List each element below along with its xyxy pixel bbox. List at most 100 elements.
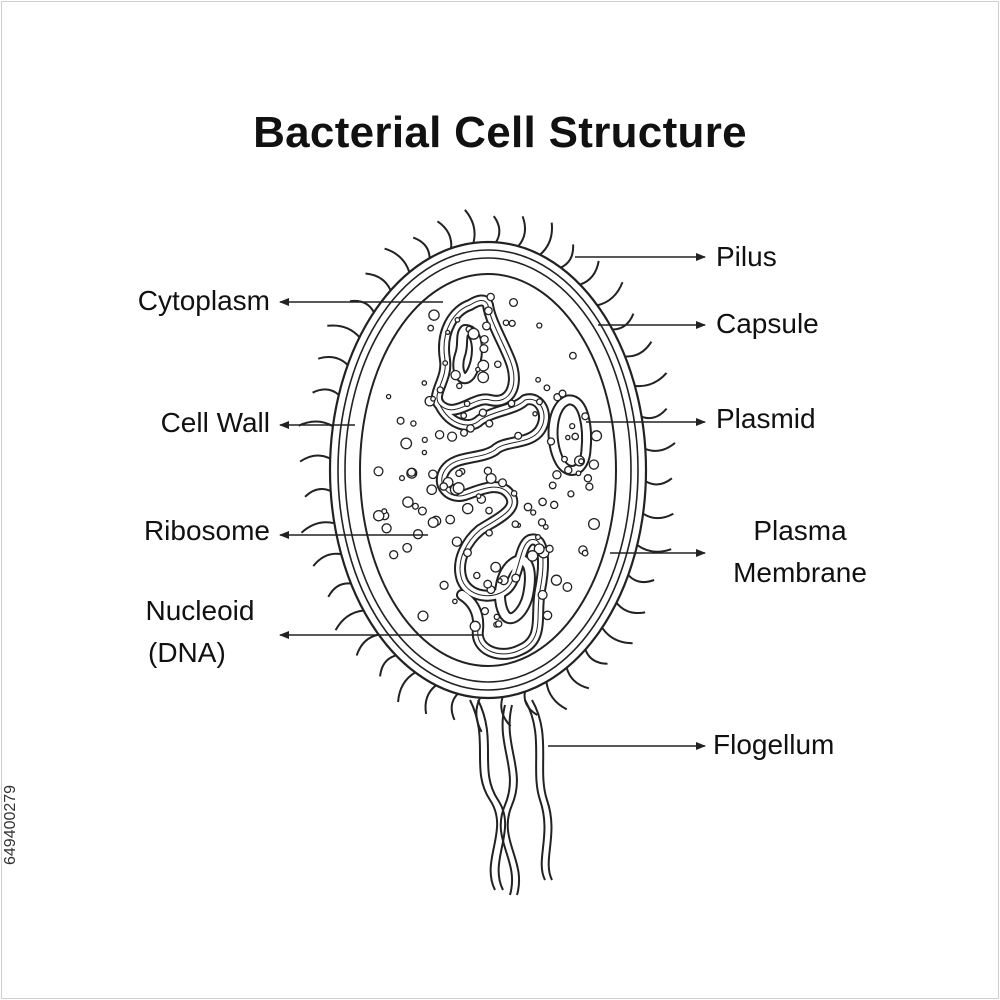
ribosome-dot	[583, 474, 593, 483]
ribosome-dot	[477, 371, 490, 384]
ribosome-dot	[532, 411, 538, 417]
ribosome-dot	[534, 534, 542, 541]
ribosome-dot	[434, 429, 445, 440]
capsule-label: Capsule	[716, 308, 819, 339]
pilus-hair	[327, 324, 361, 338]
pilus-hair	[327, 582, 352, 598]
ribosome-dot	[417, 610, 429, 622]
pilus-hair	[317, 356, 349, 366]
pilus-hair	[624, 341, 653, 358]
ribosome-dot	[497, 578, 503, 584]
ribosome-dot	[396, 416, 405, 425]
ribosome-dot	[389, 550, 399, 560]
pilus-hair	[636, 544, 672, 553]
pilus-hair	[450, 693, 459, 721]
pilus-hair	[300, 521, 335, 534]
ribosome-dot	[569, 422, 576, 430]
ribosome-dot	[442, 360, 449, 367]
ribosome-dot	[523, 502, 533, 512]
ribosome-dot	[421, 436, 428, 444]
cytoplasm-label: Cytoplasm	[137, 285, 270, 316]
ribosome-dot	[485, 419, 494, 428]
ribosome-dot	[398, 475, 406, 482]
ribosome-dot	[428, 469, 438, 480]
ribosome-dot	[550, 574, 563, 586]
ribosome-dot	[421, 380, 428, 386]
ribosome-dot	[461, 502, 474, 515]
ribosome-dot	[552, 470, 562, 480]
ribosome-dot	[411, 502, 419, 510]
pilus-hair	[597, 281, 624, 307]
pilus-hair	[579, 260, 600, 286]
ribosome-dot	[478, 408, 488, 417]
ribosome-dot	[542, 610, 553, 621]
leader-lines	[279, 253, 706, 750]
ribosome-dot	[452, 598, 458, 605]
pilus-hair	[492, 215, 501, 243]
ribosome-dot	[537, 518, 547, 527]
pilus-hair	[645, 477, 673, 486]
ribosome-dot	[480, 606, 490, 616]
pilus-hair	[349, 299, 375, 313]
nucleoid-label-line2: (DNA)	[148, 637, 226, 668]
ribosome-dot	[537, 589, 548, 600]
stock-id-text: 649400279	[2, 784, 19, 866]
ribosome-dot	[581, 549, 589, 557]
diagram-title: Bacterial Cell Structure	[253, 108, 747, 157]
pilus-hair	[584, 649, 608, 665]
pilus-hair	[642, 512, 674, 520]
ribosome-dot	[427, 324, 435, 332]
ribosome-dot	[381, 508, 388, 515]
ribosome-dot	[546, 437, 556, 446]
ribosome-dot	[575, 470, 582, 477]
pilus-hair	[601, 627, 633, 645]
ribosome-dot	[400, 437, 413, 450]
ribosome-dot	[463, 548, 472, 558]
ribosome-dot	[561, 455, 568, 463]
ribosome-dot	[402, 542, 413, 553]
ribosome-dot	[446, 431, 458, 442]
nucleoid-label-line1: Nucleoid	[145, 595, 255, 626]
plasmid-label: Plasmid	[716, 403, 816, 434]
ribosome-dot	[459, 428, 469, 437]
ribosome-dot	[483, 466, 493, 476]
ribosome-dot	[535, 376, 542, 383]
ribosome-dot	[454, 316, 461, 323]
ribosome-dot	[497, 478, 508, 488]
ribosome-dot	[475, 493, 482, 499]
ribosome-dot	[511, 573, 521, 583]
flagella	[469, 699, 553, 896]
ribosome-dot	[452, 482, 465, 495]
ribosome-dot	[421, 449, 428, 456]
ribosome-dot	[508, 297, 519, 308]
ribosome-dot	[485, 506, 493, 515]
ribosome-dot	[460, 412, 468, 420]
ribosome-dot	[427, 516, 439, 529]
ribosome-dots	[372, 292, 603, 632]
ribosome-dot	[485, 529, 493, 537]
ribosome-dot	[450, 369, 461, 381]
ribosome-dot	[445, 329, 451, 336]
ribosome-dot	[568, 351, 577, 360]
pilus-hair	[464, 209, 476, 244]
ribosome-dot	[490, 561, 502, 573]
pilus-hair	[384, 247, 411, 273]
ribosome-dot	[590, 430, 603, 442]
ribosome-dot	[467, 327, 480, 340]
ribosome-dot	[510, 490, 518, 497]
flogellum-label: Flogellum	[713, 729, 835, 760]
pilus-hair	[644, 442, 676, 452]
ribosome-dot	[439, 482, 449, 491]
ribosome-dot	[412, 529, 424, 540]
ribosome-dot	[463, 400, 471, 408]
pilus-hair	[365, 272, 392, 291]
ribosome-dot	[385, 393, 392, 400]
ribosome-dot	[587, 517, 601, 531]
ribosome-dot	[578, 458, 585, 465]
plasma-membrane-label-line2: Membrane	[733, 557, 867, 588]
pilus-hair	[379, 654, 397, 677]
nucleoid-label: Nucleoid (DNA)	[100, 590, 300, 674]
ribosome-dot	[466, 424, 475, 433]
ribosome-dot	[455, 469, 463, 478]
pilus-hair	[539, 222, 553, 256]
